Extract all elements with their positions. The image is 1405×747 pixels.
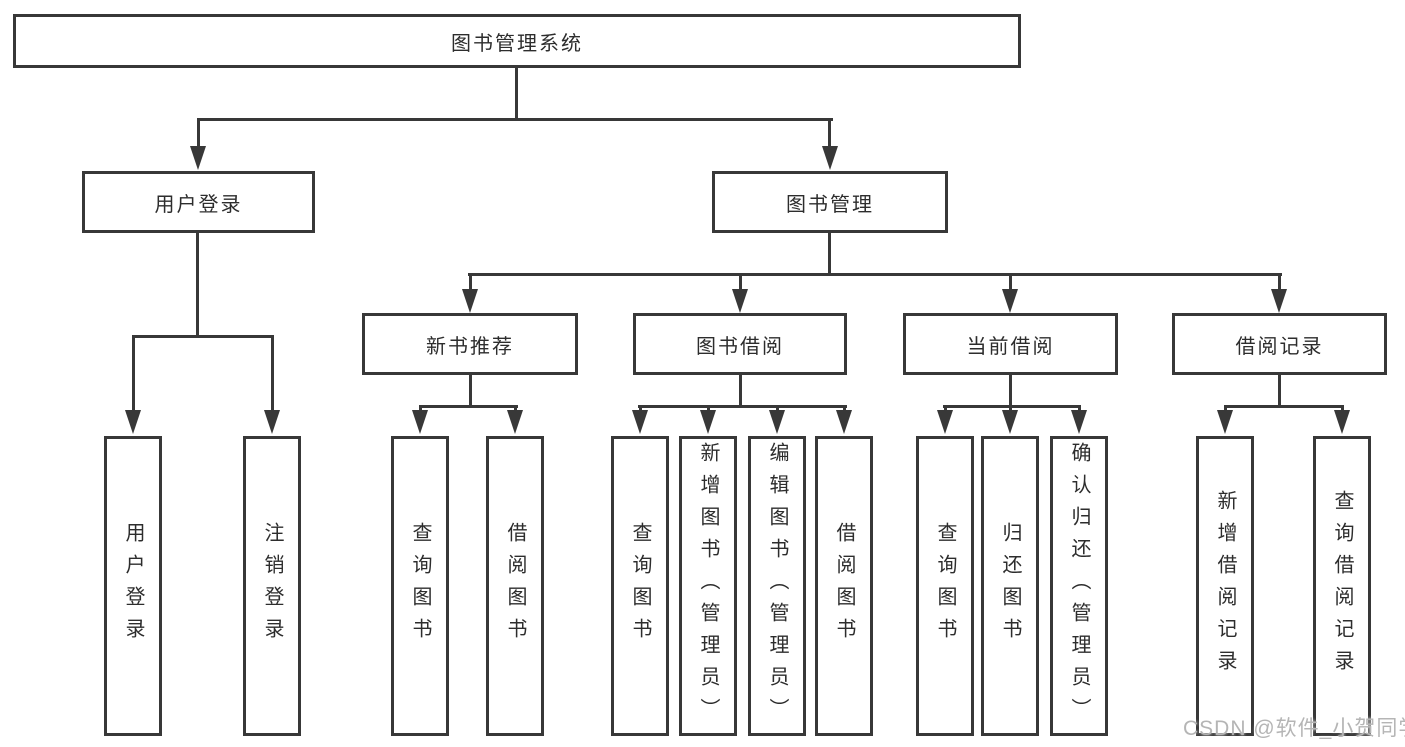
connector-drop-book-management [828,118,831,149]
connector-root-branch [197,118,833,121]
connector-current-borrowing-stem [1009,375,1012,408]
arrowhead-cb-confirm [1071,410,1087,434]
leaf-user-login: 用户登录 [104,436,162,736]
node-new-book-recommend-label: 新书推荐 [426,335,514,358]
arrowhead-current-borrowing [1002,289,1018,313]
connector-new-book-stem [469,375,472,408]
leaf-query-book-borrowing-label: 查询图书 [629,522,651,650]
connector-borrowing-records-stem [1278,375,1281,408]
arrowhead-bb-add [700,410,716,434]
leaf-confirm-return-admin: 确认归还（管理员） [1050,436,1108,736]
connector-book-borrowing-stem [739,375,742,408]
leaf-add-book-admin: 新增图书（管理员） [679,436,737,736]
arrowhead-bb-query [632,410,648,434]
connector-borrowing-records-leafbranch [1224,405,1344,408]
arrowhead-bb-borrow [836,410,852,434]
connector-user-login-stem [196,233,199,337]
node-root-label: 图书管理系统 [451,32,583,55]
leaf-query-book-borrowing: 查询图书 [611,436,669,736]
arrowhead-br-add [1217,410,1233,434]
leaf-borrow-book-recommend: 借阅图书 [486,436,544,736]
arrowhead-user-login [190,146,206,170]
connector-new-book-branch [419,405,518,408]
connector-drop-br-query [1341,405,1344,413]
leaf-add-borrow-record: 新增借阅记录 [1196,436,1254,736]
connector-drop-current-borrowing [1009,273,1012,292]
connector-drop-bb-edit [776,405,779,413]
connector-drop-bb-add [707,405,710,413]
connector-book-borrowing-leafbranch [638,405,847,408]
arrowhead-br-query [1334,410,1350,434]
leaf-borrow-book-recommend-label: 借阅图书 [504,522,526,650]
leaf-query-borrow-record: 查询借阅记录 [1313,436,1371,736]
leaf-return-book-label: 归还图书 [999,522,1021,650]
connector-drop-borrowing-records [1278,273,1281,292]
leaf-logout-label: 注销登录 [261,522,283,650]
connector-drop-rec-query [419,405,422,413]
connector-drop-bb-query [639,405,642,413]
arrowhead-cb-query [937,410,953,434]
connector-drop-cb-return [1009,405,1012,413]
connector-drop-bb-borrow [843,405,846,413]
connector-book-management-branch [468,273,1282,276]
connector-root-stem [515,68,518,120]
connector-drop-new-book [469,273,472,292]
leaf-edit-book-admin: 编辑图书（管理员） [748,436,806,736]
leaf-query-book-current-label: 查询图书 [934,522,956,650]
node-new-book-recommend: 新书推荐 [362,313,578,375]
leaf-confirm-return-admin-label: 确认归还（管理员） [1068,442,1090,730]
leaf-query-book-current: 查询图书 [916,436,974,736]
leaf-query-book-recommend: 查询图书 [391,436,449,736]
arrowhead-rec-query [412,410,428,434]
node-book-management-label: 图书管理 [786,193,874,216]
leaf-add-borrow-record-label: 新增借阅记录 [1214,490,1236,682]
leaf-borrow-book-borrowing: 借阅图书 [815,436,873,736]
connector-drop-user-login [197,118,200,149]
node-book-management: 图书管理 [712,171,948,233]
connector-drop-leaf-logout [271,335,274,413]
node-book-borrowing: 图书借阅 [633,313,847,375]
leaf-edit-book-admin-label: 编辑图书（管理员） [766,442,788,730]
leaf-query-book-recommend-label: 查询图书 [409,522,431,650]
connector-drop-book-borrowing [739,273,742,292]
connector-drop-leaf-login [132,335,135,413]
leaf-add-book-admin-label: 新增图书（管理员） [697,442,719,730]
node-current-borrowing: 当前借阅 [903,313,1118,375]
leaf-borrow-book-borrowing-label: 借阅图书 [833,522,855,650]
arrowhead-leaf-logout [264,410,280,434]
connector-drop-br-add [1224,405,1227,413]
node-book-borrowing-label: 图书借阅 [696,335,784,358]
connector-current-borrowing-leafbranch [943,405,1081,408]
arrowhead-book-borrowing [732,289,748,313]
arrowhead-bb-edit [769,410,785,434]
node-user-login: 用户登录 [82,171,315,233]
connector-user-login-branch [132,335,274,338]
arrowhead-cb-return [1002,410,1018,434]
leaf-return-book: 归还图书 [981,436,1039,736]
connector-book-management-stem [828,233,831,275]
node-root: 图书管理系统 [13,14,1021,68]
connector-drop-cb-query [944,405,947,413]
node-borrowing-records-label: 借阅记录 [1235,335,1324,358]
arrowhead-new-book [462,289,478,313]
node-user-login-label: 用户登录 [154,193,243,216]
csdn-watermark: CSDN @软件_小贺同学 [1183,717,1405,740]
node-borrowing-records: 借阅记录 [1172,313,1387,375]
arrowhead-borrowing-records [1271,289,1287,313]
connector-drop-rec-borrow [514,405,517,413]
leaf-user-login-label: 用户登录 [122,522,144,650]
arrowhead-rec-borrow [507,410,523,434]
connector-drop-cb-confirm [1078,405,1081,413]
arrowhead-book-management [822,146,838,170]
leaf-query-borrow-record-label: 查询借阅记录 [1331,490,1353,682]
leaf-logout: 注销登录 [243,436,301,736]
node-current-borrowing-label: 当前借阅 [966,335,1055,358]
arrowhead-leaf-login [125,410,141,434]
